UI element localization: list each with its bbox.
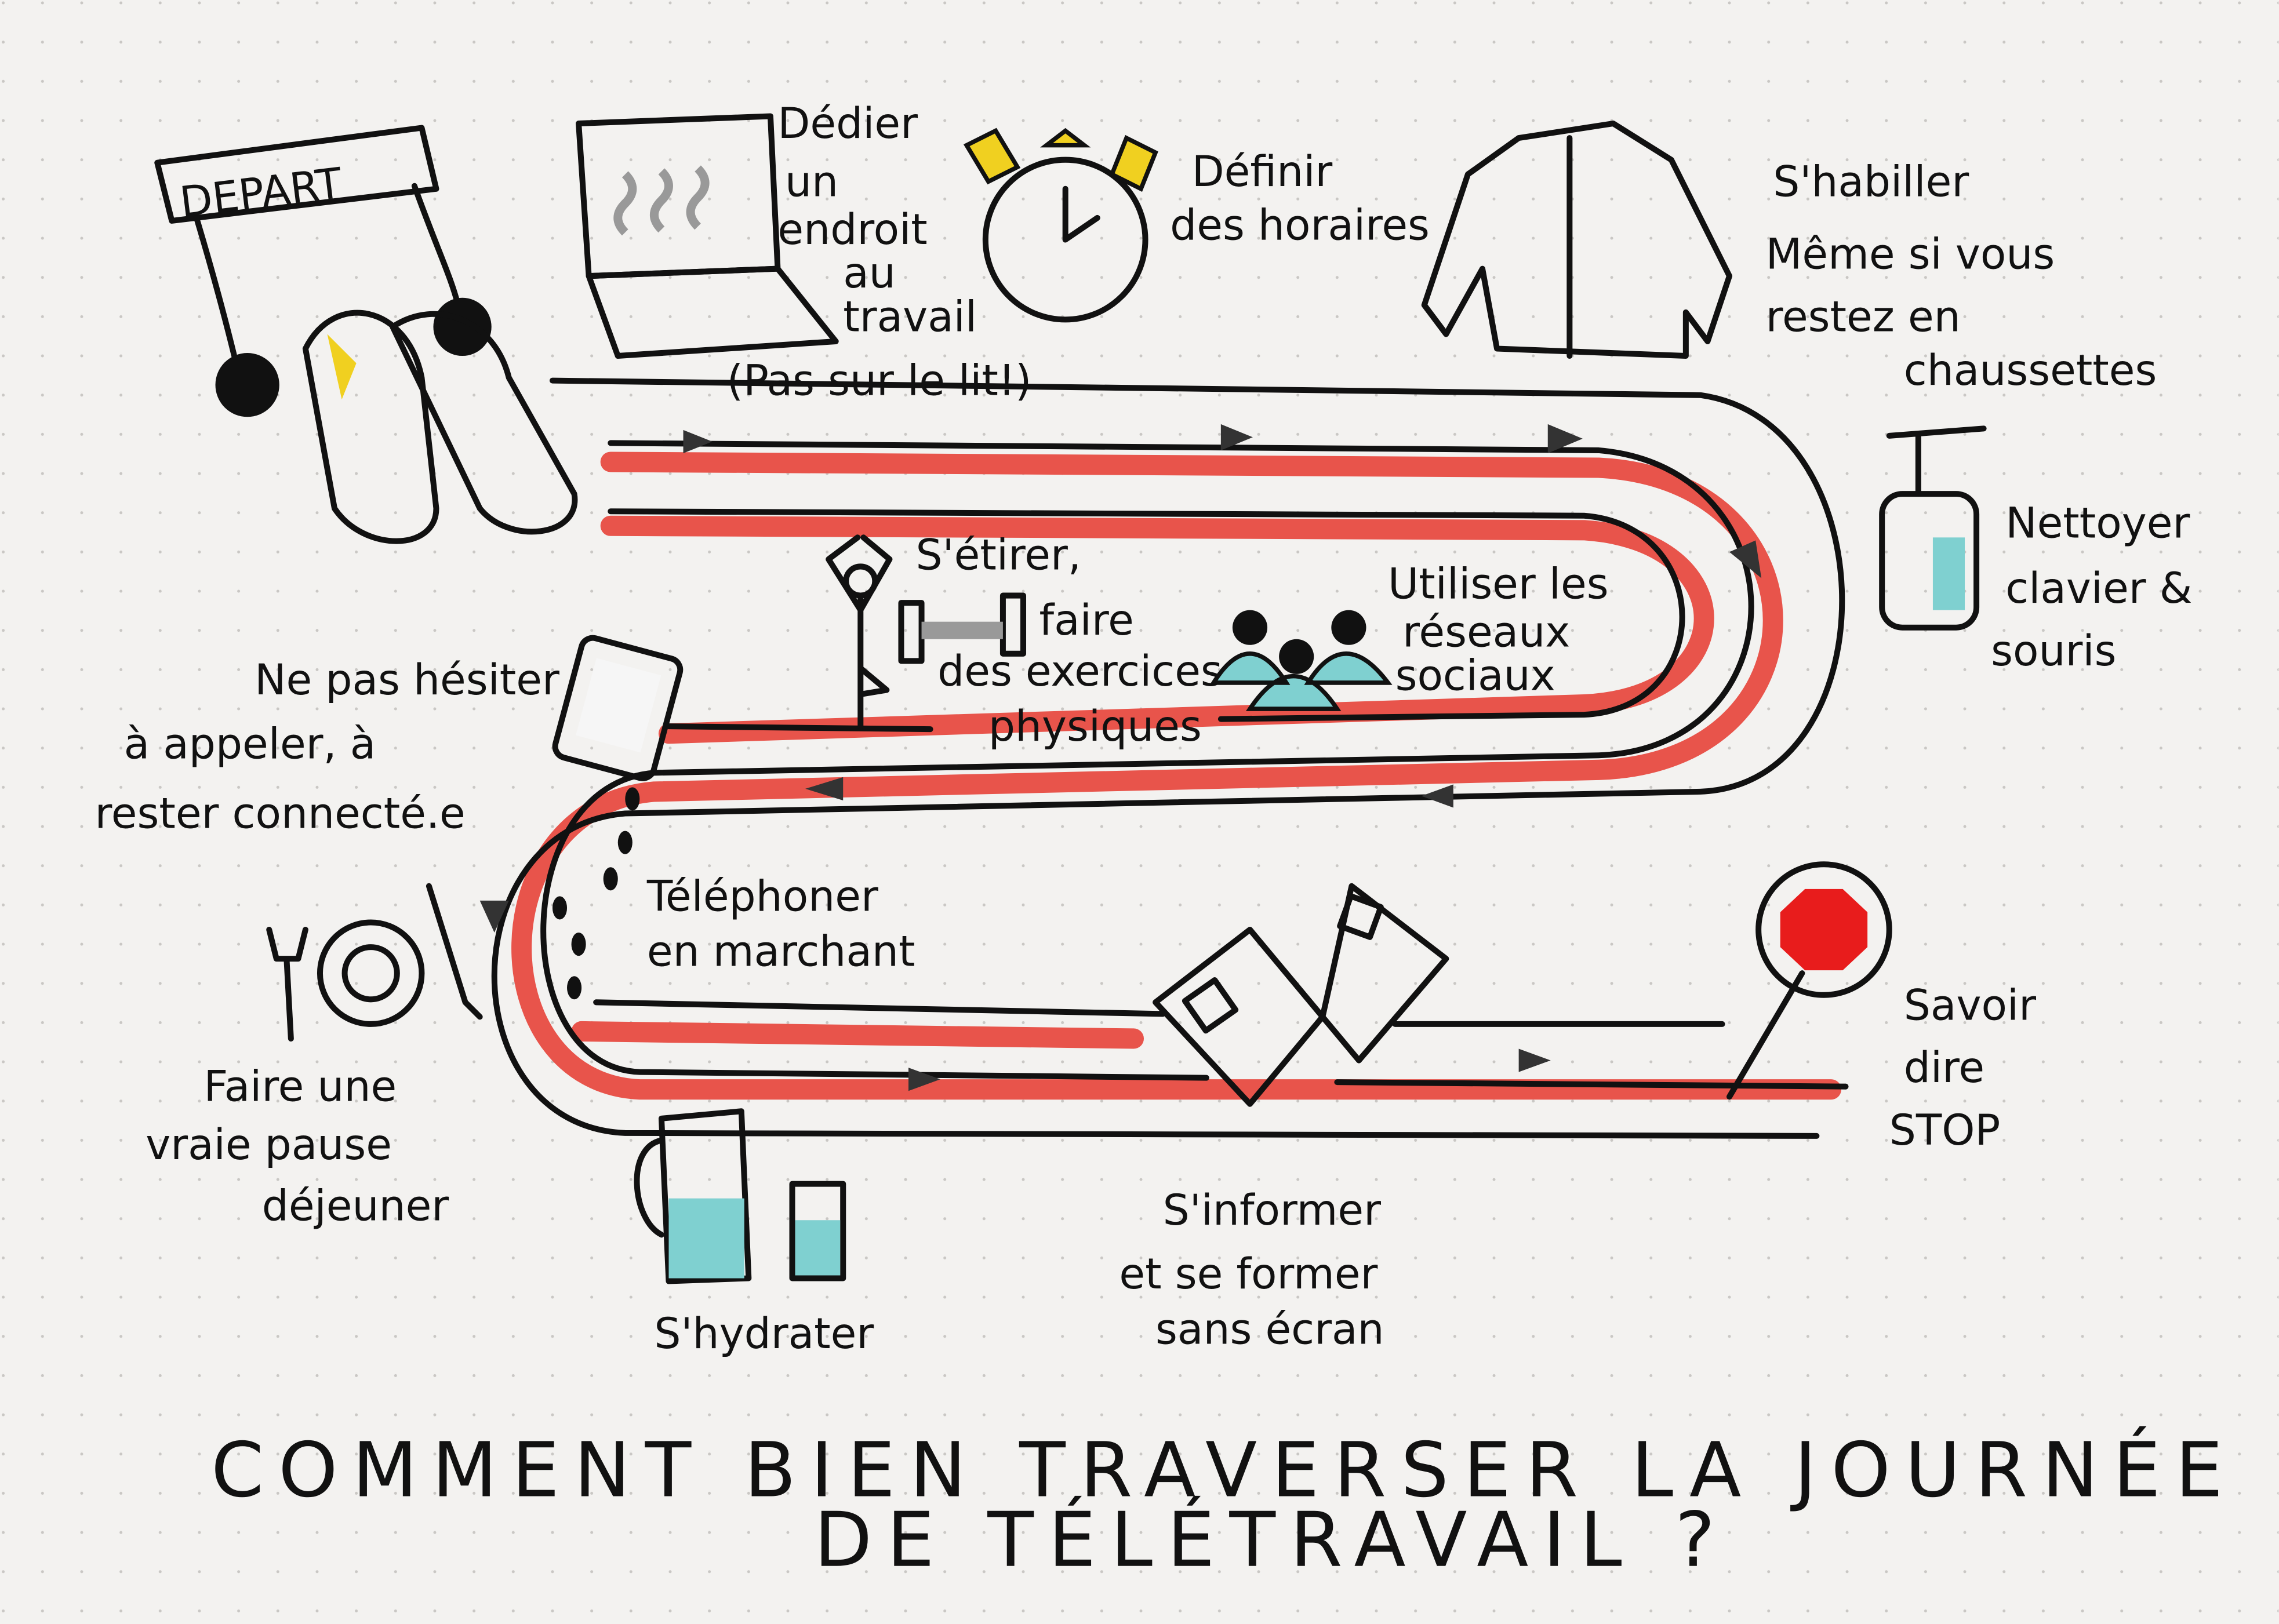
- road-arrows: [479, 424, 1762, 1091]
- step-walk-line1: Téléphoner: [646, 872, 878, 921]
- step-stretch-line1: S'étirer,: [916, 531, 1081, 580]
- step-learn-line1: S'informer: [1163, 1186, 1382, 1235]
- plate-cutlery-icon: [266, 883, 483, 1042]
- step-call-line1: Ne pas hésiter: [255, 656, 559, 705]
- step-stop-line2: dire: [1904, 1044, 1984, 1093]
- title-line1: COMMENT BIEN TRAVERSER LA JOURNÉE: [211, 1426, 2237, 1514]
- water-jug-glass-icon: [634, 1108, 846, 1284]
- arrow-icon: [1220, 424, 1253, 450]
- step-lunch-line1: Faire une: [203, 1063, 397, 1112]
- alarm-clock-icon: [963, 128, 1158, 323]
- step-schedule-line1: Définir: [1192, 148, 1333, 196]
- step-dress-line2: Même si vous: [1766, 231, 2055, 279]
- step-stretch-line3: des exercices: [937, 647, 1223, 696]
- step-social-line3: sociaux: [1395, 651, 1555, 700]
- arrow-icon: [805, 777, 844, 800]
- slippers-icon: [302, 309, 578, 544]
- step-stretch-line2: faire: [1039, 596, 1134, 645]
- step-call-line2: à appeler, à: [124, 720, 376, 769]
- arrow-icon: [479, 900, 509, 933]
- arrow-icon: [1547, 424, 1583, 453]
- people-group-icon: [1209, 610, 1393, 711]
- step-lunch-line3: déjeuner: [262, 1182, 449, 1230]
- arrow-icon: [1518, 1048, 1551, 1072]
- stretching-figure-icon: [826, 534, 893, 730]
- stop-sign-icon: [1726, 861, 1892, 1100]
- step-hydrate-line1: S'hydrater: [654, 1310, 874, 1359]
- step-social-line1: Utiliser les: [1388, 560, 1609, 609]
- step-dress-line4: chaussettes: [1904, 347, 2157, 395]
- step-workplace-line1: Dédier: [777, 100, 918, 148]
- arrow-icon: [683, 429, 713, 453]
- step-call-line3: rester connecté.e: [94, 790, 465, 839]
- step-lunch-line2: vraie pause: [146, 1121, 392, 1170]
- step-walk-line2: en marchant: [647, 928, 915, 977]
- step-clean-line2: clavier &: [2005, 565, 2192, 613]
- footsteps-icon: [552, 787, 640, 1000]
- arrow-icon: [1729, 540, 1762, 578]
- depart-sign-icon: DEPART: [154, 125, 492, 417]
- step-workplace-line2: un: [785, 158, 838, 206]
- step-workplace-line6: (Pas sur le lit!): [727, 357, 1032, 406]
- step-learn-line3: sans écran: [1155, 1305, 1384, 1354]
- step-workplace-line4: au: [843, 249, 896, 298]
- dumbbell-icon: [898, 592, 1027, 664]
- step-social-line2: réseaux: [1402, 608, 1570, 657]
- step-clean-line1: Nettoyer: [2005, 499, 2190, 548]
- shirt-icon: [1421, 121, 1733, 359]
- laptop-icon: [576, 113, 839, 359]
- arrow-icon: [908, 1068, 941, 1091]
- step-dress-line1: S'habiller: [1773, 158, 1969, 206]
- step-schedule-line2: des horaires: [1170, 202, 1430, 250]
- serpentine-road: [491, 377, 1849, 1139]
- title-line2: DE TÉLÉTRAVAIL ?: [814, 1496, 1729, 1584]
- open-book-icon: [1153, 883, 1449, 1107]
- step-dress-line3: restez en: [1766, 293, 1961, 341]
- step-stop-line1: Savoir: [1904, 981, 2036, 1030]
- step-learn-line2: et se former: [1119, 1250, 1377, 1299]
- soap-dispenser-icon: [1879, 425, 1987, 631]
- smartphone-icon: [552, 635, 684, 781]
- step-stop-line3: STOP: [1889, 1106, 2001, 1155]
- step-clean-line3: souris: [1991, 627, 2116, 676]
- step-workplace-line5: travail: [843, 293, 977, 341]
- arrow-icon: [1421, 784, 1453, 808]
- step-workplace-line3: endroit: [777, 206, 927, 254]
- step-stretch-line4: physiques: [988, 702, 1202, 751]
